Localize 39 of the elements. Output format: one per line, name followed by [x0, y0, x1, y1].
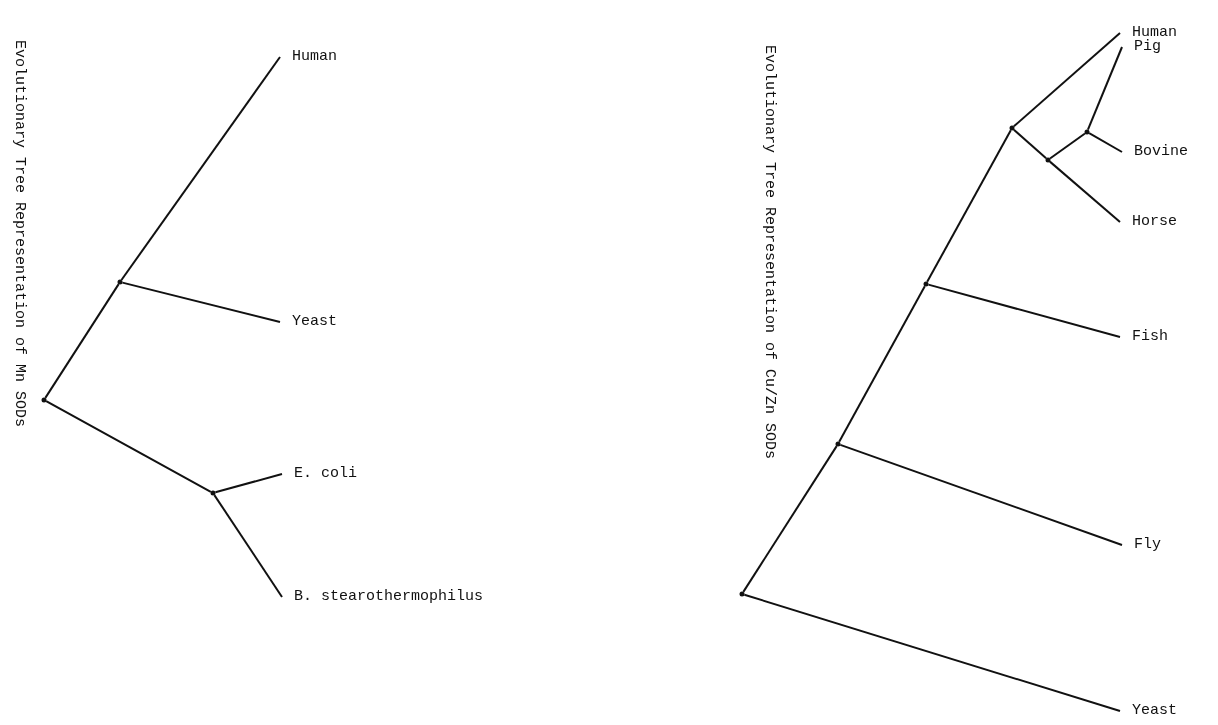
branch-line: [1088, 132, 1123, 153]
branch-line: [1012, 32, 1121, 128]
species-label: Horse: [1120, 212, 1177, 232]
branch-line: [214, 473, 283, 494]
branch-line: [838, 285, 926, 443]
branch-line: [45, 400, 212, 493]
species-label: Fly: [1122, 535, 1161, 555]
branch-line: [742, 445, 838, 593]
species-label: Yeast: [1120, 701, 1177, 721]
branch-point: [1084, 129, 1090, 135]
branch-line: [44, 283, 120, 399]
branch-line: [213, 494, 283, 598]
branch-line: [927, 283, 1121, 338]
branch-line: [1049, 132, 1086, 160]
branch-point: [1045, 157, 1051, 163]
branch-line: [743, 593, 1121, 712]
species-label: Pig: [1122, 37, 1161, 57]
branch-line: [120, 56, 281, 281]
species-label: Yeast: [280, 312, 337, 332]
tree-title: Evolutionary Tree Representation of Mn SODs: [10, 40, 28, 428]
branch-point: [210, 490, 216, 496]
branch-line: [121, 281, 281, 323]
tree-title: Evolutionary Tree Representation of Cu/Zn SODs: [760, 45, 778, 460]
branch-point: [923, 281, 929, 287]
species-label: Human: [280, 47, 337, 67]
species-label: E. coli: [282, 464, 357, 484]
branch-point: [835, 441, 841, 447]
branch-line: [1012, 128, 1048, 160]
branch-point: [739, 591, 745, 597]
species-label: Bovine: [1122, 142, 1188, 162]
species-label: Fish: [1120, 327, 1168, 347]
branch-point: [41, 397, 47, 403]
species-label: B. stearothermophilus: [282, 587, 484, 607]
branch-line: [926, 129, 1012, 283]
branch-point: [1009, 125, 1015, 131]
branch-line: [1048, 160, 1121, 223]
branch-line: [839, 443, 1123, 546]
branch-point: [117, 279, 123, 285]
branch-line: [1086, 46, 1123, 131]
